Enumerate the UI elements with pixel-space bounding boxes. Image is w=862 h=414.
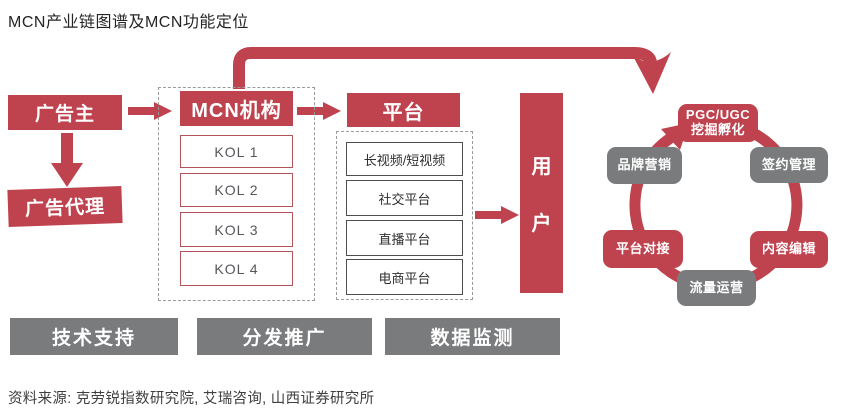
support-box-distribution: 分发推广	[197, 318, 372, 355]
cycle-node-pgc-ugc: PGC/UGC 挖掘孵化	[678, 104, 758, 142]
channel-box-video: 长视频/短视频	[346, 142, 463, 176]
platform-header-box: 平台	[347, 93, 460, 127]
cycle-node-platform-docking: 平台对接	[603, 230, 683, 268]
cycle-node-line: 内容编辑	[761, 241, 816, 257]
user-box: 用 户	[520, 93, 563, 293]
source-note: 资料来源: 克劳锐指数研究院, 艾瑞咨询, 山西证券研究所	[8, 391, 375, 407]
user-char-1: 用	[531, 155, 552, 178]
page-title: MCN产业链图谱及MCN功能定位	[8, 14, 249, 31]
mcn-group-frame	[158, 87, 315, 301]
cycle-node-content-editing: 内容编辑	[750, 231, 828, 268]
cycle-node-brand-marketing: 品牌营销	[607, 147, 682, 184]
flow-arrow-down-icon	[51, 133, 83, 187]
cycle-node-line: 签约管理	[761, 156, 816, 172]
cycle-node-line: 平台对接	[615, 240, 670, 256]
cycle-node-signing: 签约管理	[750, 147, 828, 183]
flow-arrow-right-icon	[475, 206, 519, 224]
channel-box-social: 社交平台	[346, 180, 463, 216]
kol-box-4: KOL 4	[180, 251, 293, 286]
platform-group-frame	[336, 131, 473, 300]
cycle-node-line: 品牌营销	[617, 157, 672, 173]
channel-box-live: 直播平台	[346, 220, 463, 256]
kol-box-1: KOL 1	[180, 135, 293, 168]
user-char-2: 户	[531, 213, 552, 236]
channel-box-ecommerce: 电商平台	[346, 259, 463, 295]
cycle-node-line: PGC/UGC	[685, 107, 751, 123]
kol-box-3: KOL 3	[180, 212, 293, 247]
ad-agency-box: 广告代理	[7, 186, 123, 227]
mcn-header-box: MCN机构	[180, 91, 293, 126]
cycle-node-traffic-operation: 流量运营	[677, 270, 756, 306]
advertiser-box: 广告主	[8, 95, 122, 130]
support-box-data-monitor: 数据监测	[385, 318, 560, 355]
support-box-tech: 技术支持	[10, 318, 178, 355]
cycle-node-line: 流量运营	[689, 279, 744, 295]
cycle-node-line: 挖掘孵化	[690, 122, 745, 137]
kol-box-2: KOL 2	[180, 173, 293, 207]
